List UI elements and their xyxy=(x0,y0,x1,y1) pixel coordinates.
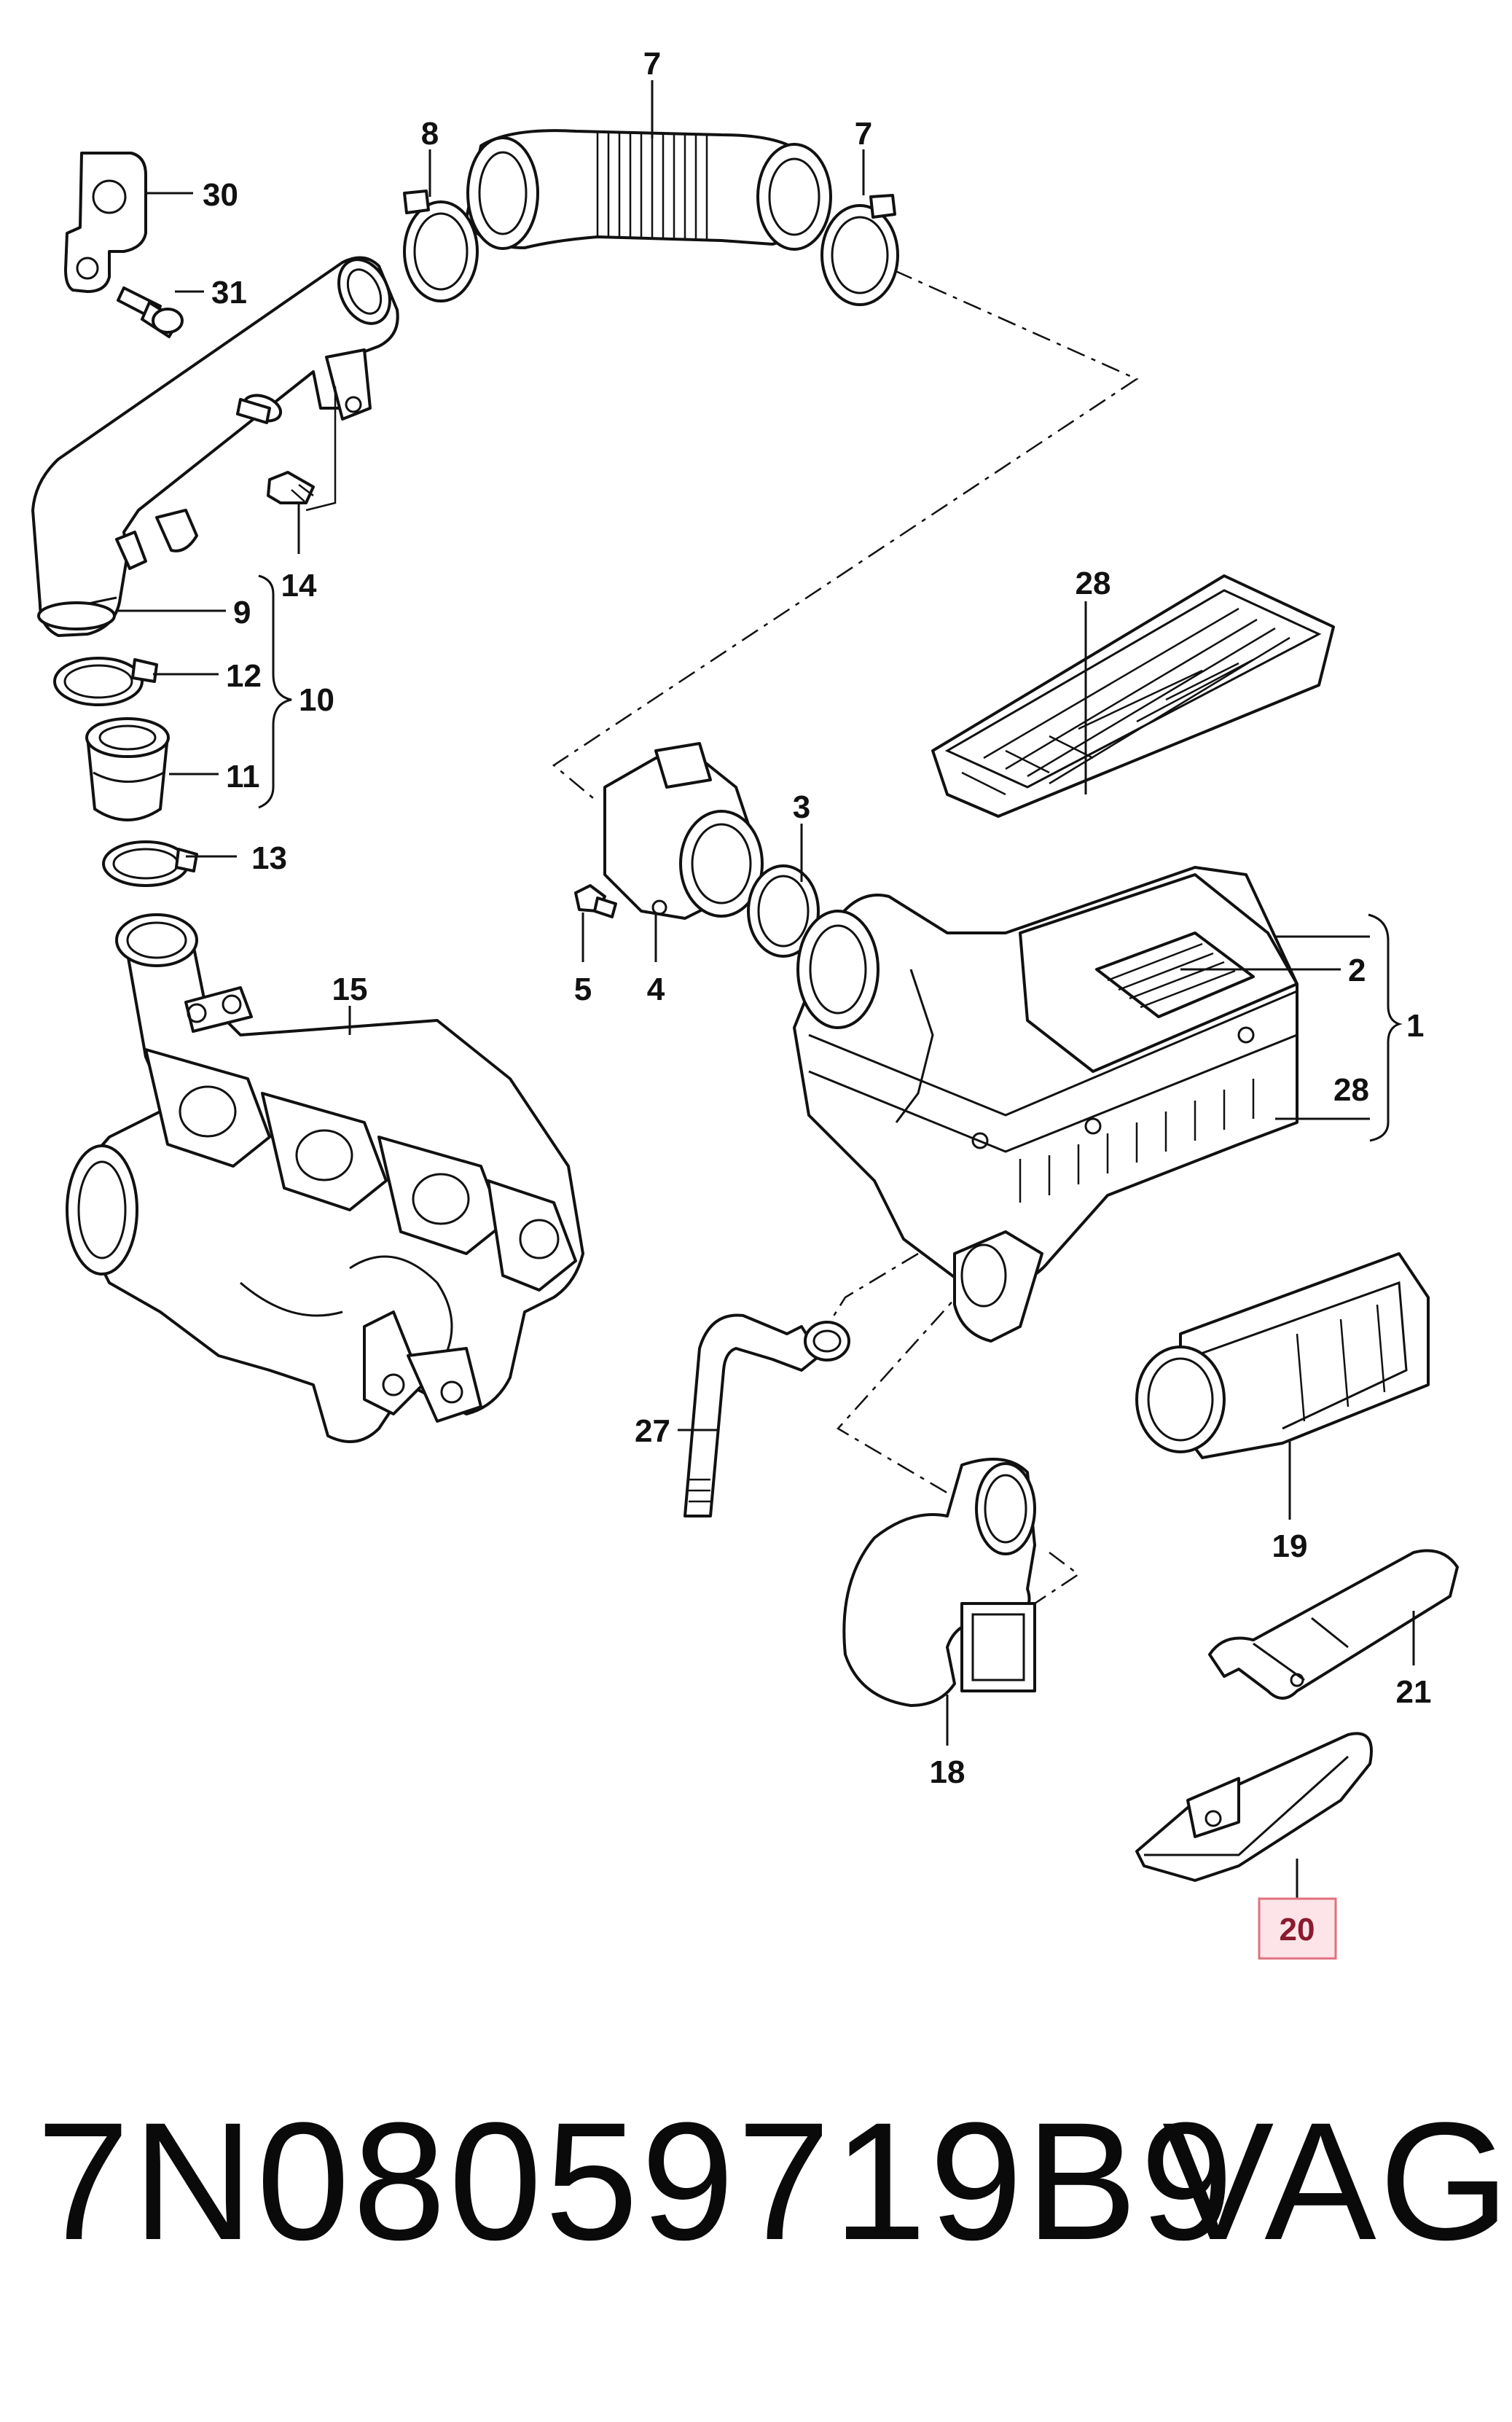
part-8-clamp xyxy=(403,190,479,302)
part-20-air-guide xyxy=(1135,1732,1373,1882)
callout-6: 7 xyxy=(643,46,661,82)
leader-lines xyxy=(117,80,1415,1899)
callout-1: 1 xyxy=(1406,1008,1424,1044)
callout-13: 13 xyxy=(251,840,287,876)
callout-15: 15 xyxy=(332,972,368,1007)
callout-30: 30 xyxy=(203,177,238,213)
callout-9: 9 xyxy=(233,595,251,630)
callout-2: 2 xyxy=(1348,953,1366,988)
part-30-bracket xyxy=(64,152,147,293)
callout-20: 20 xyxy=(1280,1912,1315,1948)
part-15-turbocharger-manifold xyxy=(66,913,584,1443)
part-4-air-mass-meter xyxy=(603,742,764,920)
part-18-intake-hose xyxy=(842,1458,1036,1707)
part-7-clamp xyxy=(820,194,899,306)
part-31-bolt xyxy=(117,286,184,338)
callout-27: 27 xyxy=(635,1413,670,1449)
callout-28-top: 28 xyxy=(1076,566,1111,601)
part-12-clamp xyxy=(53,657,158,706)
callout-14: 14 xyxy=(281,568,317,603)
callout-21: 21 xyxy=(1396,1674,1432,1710)
footer-part-number: 7N08059719B9 xyxy=(36,2087,1237,2275)
callout-31: 31 xyxy=(211,275,247,310)
part-27-breather-hose xyxy=(683,1313,850,1517)
callout-7: 7 xyxy=(855,116,872,152)
callout-12: 12 xyxy=(226,658,262,694)
part-9-intake-pipe xyxy=(31,256,399,637)
callout-18: 18 xyxy=(930,1754,965,1790)
callout-5: 5 xyxy=(574,972,592,1007)
callout-11: 11 xyxy=(226,759,260,794)
callout-3: 3 xyxy=(793,789,810,825)
part-1-air-filter-housing xyxy=(793,866,1298,1343)
part-21-cover xyxy=(1208,1549,1459,1700)
footer-brand: VAG xyxy=(1162,2087,1512,2275)
highlight-box-20 xyxy=(1258,1897,1337,1960)
part-6-corrugated-hose xyxy=(465,129,832,251)
part-11-sleeve xyxy=(85,717,170,821)
callout-8: 8 xyxy=(421,116,439,152)
footer: 7N08059719B9 VAG xyxy=(0,2085,1512,2275)
part-19-intake-duct xyxy=(1135,1252,1430,1459)
callout-28-side: 28 xyxy=(1333,1072,1369,1108)
part-5-screw xyxy=(574,884,617,918)
part-28-air-filter-element xyxy=(931,574,1335,818)
callout-labels: 7 8 7 30 31 14 9 12 10 11 13 15 28 3 5 4… xyxy=(203,46,1431,1948)
part-3-seal-ring xyxy=(747,864,820,958)
callout-19: 19 xyxy=(1272,1528,1308,1564)
callout-10: 10 xyxy=(299,682,334,718)
part-14-bolt xyxy=(267,471,315,504)
part-13-clamp xyxy=(102,840,198,887)
callout-4: 4 xyxy=(647,972,665,1007)
